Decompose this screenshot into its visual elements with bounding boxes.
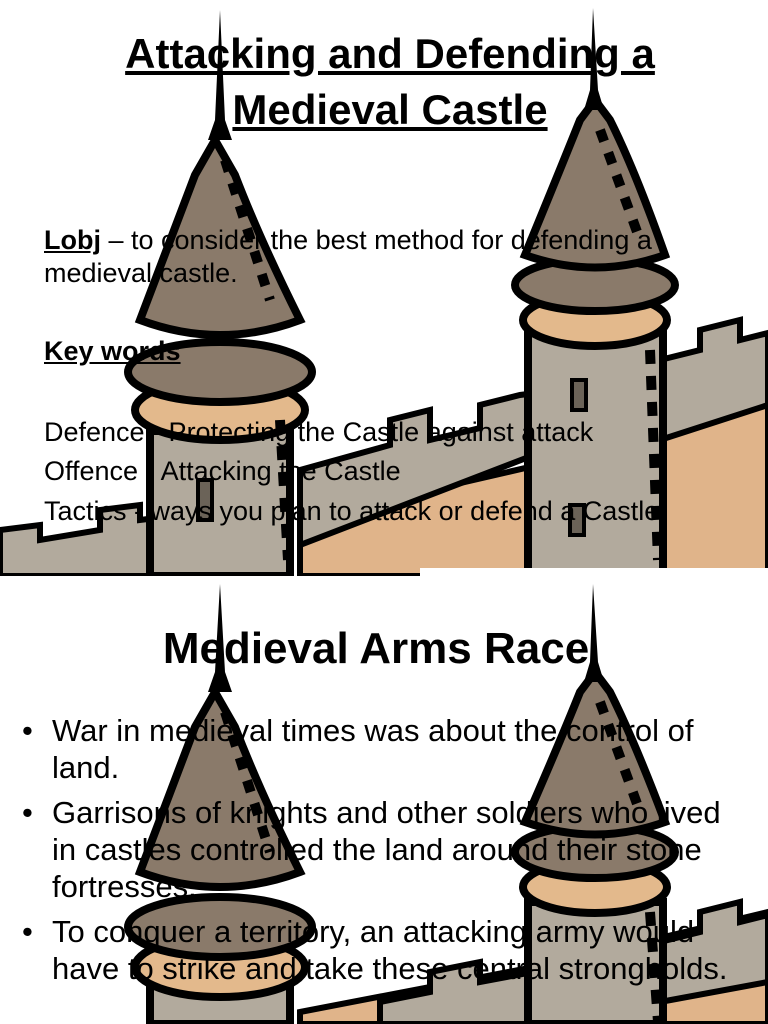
right-tower-graphic-2 (511, 584, 679, 1024)
keyword-tactics: Tactics - ways you plan to attack or def… (44, 496, 660, 526)
keyword-defence: Defence - Protecting the Castle against … (44, 417, 594, 447)
bullet-item: •Garrisons of knights and other soldiers… (22, 795, 721, 904)
castle-illustration (0, 8, 768, 576)
bullet-list: •War in medieval times was about the con… (22, 712, 742, 995)
slide-2: Medieval Arms Race •War in medieval time… (0, 582, 768, 1024)
slide-title-2: Medieval Arms Race (162, 624, 590, 673)
bullet-marker: • (22, 795, 33, 830)
slide-1: Attacking and Defending a Medieval Castl… (0, 8, 768, 576)
bullet-item: •War in medieval times was about the con… (22, 713, 694, 785)
left-tower-graphic-2 (124, 584, 316, 1024)
left-tower-graphic (124, 10, 316, 576)
right-tower-graphic (511, 8, 679, 576)
slide-title: Attacking and Defending a Medieval Castl… (125, 30, 655, 133)
learning-objective: Lobj – to consider the best method for d… (44, 224, 744, 290)
bullet-item: •To conquer a territory, an attacking ar… (22, 914, 728, 986)
keyword-offence: Offence - Attacking the Castle (44, 456, 401, 486)
lobj-label: Lobj (44, 225, 101, 255)
castle-illustration-2 (124, 584, 768, 1024)
key-words-heading: Key words (44, 336, 181, 366)
bullet-marker: • (22, 914, 33, 949)
bullet-marker: • (22, 713, 33, 748)
lobj-text: – to consider the best method for defend… (44, 225, 652, 288)
